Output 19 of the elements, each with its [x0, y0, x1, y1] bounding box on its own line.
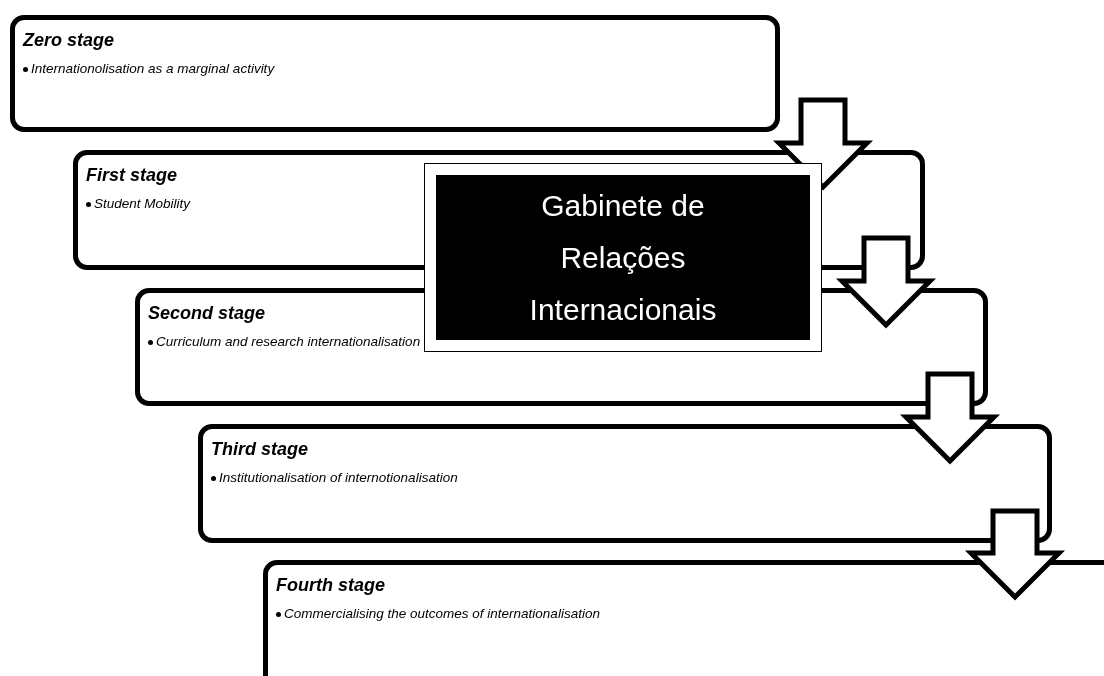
- bullet-text: Internationolisation as a marginal activity: [23, 58, 275, 80]
- block-arrow: [772, 97, 874, 191]
- stage-box: [263, 560, 1104, 676]
- stage-box: [198, 424, 1052, 543]
- bullet-text: Commercialising the outcomes of internationalisation: [276, 603, 600, 625]
- bullet-text: Student Mobility: [86, 193, 191, 215]
- block-arrow: [835, 235, 937, 329]
- stage-heading: Zero stage: [23, 29, 115, 52]
- block-arrow: [899, 371, 1001, 465]
- block-arrow: [964, 508, 1066, 601]
- office-box: [424, 163, 822, 352]
- bullet-text: Institutionalisation of internotionalisation: [211, 467, 458, 489]
- office-title: Gabinete de Relações Internacionais: [528, 187, 718, 328]
- bullet-text: Curriculum and research internationalisation: [148, 331, 421, 353]
- stage-heading: First stage: [86, 164, 178, 187]
- stage-heading: Third stage: [211, 438, 308, 461]
- stage-heading: Second stage: [148, 302, 266, 325]
- stage-heading: Fourth stage: [276, 574, 385, 597]
- stage-box: [10, 15, 780, 132]
